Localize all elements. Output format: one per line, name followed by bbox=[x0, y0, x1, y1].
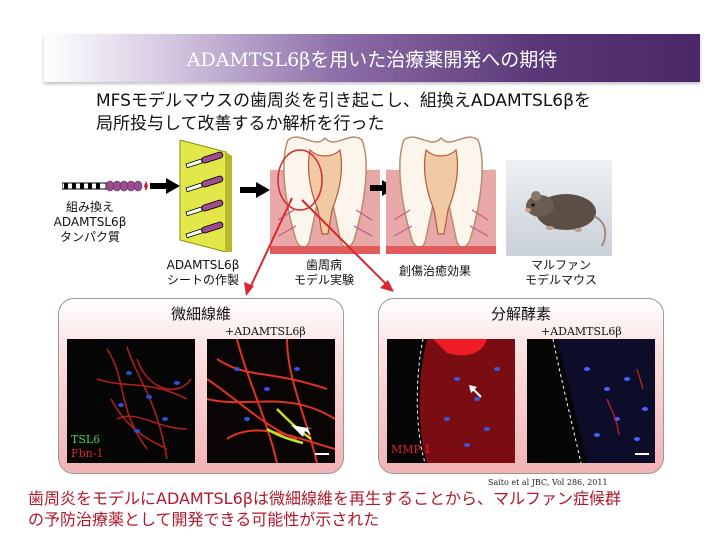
periodontal-model-tooth-graphic bbox=[270, 136, 380, 254]
fibers-panel-title: 微細線維 bbox=[170, 305, 231, 323]
sheet-label: ADAMTSL6β シートの作製 bbox=[148, 258, 258, 288]
enzyme-panel: 分解酵素 +ADAMTSL6β MMP-1 bbox=[378, 298, 664, 474]
mouse-label: マルファン モデルマウス bbox=[506, 258, 616, 288]
healing-label: 創傷治癒効果 bbox=[398, 264, 471, 278]
protein-label-line-1: 組み換え bbox=[65, 200, 114, 214]
arrow-right-icon bbox=[150, 178, 180, 194]
red-arrow-head-icon bbox=[244, 282, 254, 296]
sheet-label-line-1: ADAMTSL6β bbox=[166, 258, 240, 272]
red-arrow-head-icon bbox=[380, 280, 394, 292]
protein-label-line-2: ADAMTSL6β bbox=[53, 215, 127, 229]
enzyme-panel-title: 分解酵素 bbox=[490, 305, 551, 323]
stain-fbn-label: Fbn-1 bbox=[71, 447, 104, 460]
fibers-control-image: TSL6 Fbn-1 bbox=[67, 339, 195, 463]
white-arrow-icon bbox=[291, 425, 313, 437]
citation: Saito et al JBC, Vol 286, 2011 bbox=[488, 478, 608, 487]
enzyme-control-image: MMP-1 bbox=[387, 339, 515, 463]
stain-mmp-label: MMP-1 bbox=[391, 443, 432, 456]
healed-tooth-graphic bbox=[386, 136, 496, 254]
fibers-treated-image bbox=[207, 339, 335, 463]
adamtsl6-sheet-graphic bbox=[179, 140, 232, 252]
enzyme-treated-image bbox=[527, 339, 655, 463]
arrow-right-icon bbox=[240, 182, 270, 198]
mouse-photo bbox=[506, 160, 612, 256]
red-connector-arrows bbox=[244, 197, 394, 296]
protein-strip-graphic bbox=[62, 180, 148, 192]
stain-tsl6-label: TSL6 bbox=[71, 433, 101, 446]
conclusion-text: 歯周炎をモデルにADAMTSL6βは微細線維を再生することから、マルファン症候群… bbox=[28, 488, 708, 530]
fibers-treated-label: +ADAMTSL6β bbox=[225, 325, 306, 338]
intro-line-1: MFSモデルマウスの歯周炎を引き起こし、組換えADAMTSL6βを bbox=[96, 91, 591, 111]
scale-bar bbox=[635, 453, 649, 455]
model-label-line-1: 歯周病 bbox=[305, 258, 342, 272]
intro-text: MFSモデルマウスの歯周炎を引き起こし、組換えADAMTSL6βを 局所投与して… bbox=[96, 90, 676, 136]
intro-line-2: 局所投与して改善するか解析を行った bbox=[96, 114, 385, 134]
mouse-label-line-2: モデルマウス bbox=[524, 273, 597, 287]
protein-label: 組み換え ADAMTSL6β タンパク質 bbox=[42, 200, 138, 245]
model-label-line-2: モデル実験 bbox=[293, 273, 354, 287]
scale-bar bbox=[315, 453, 329, 455]
title-banner: ADAMTSL6βを用いた治療薬開発への期待 bbox=[44, 34, 700, 82]
enzyme-treated-label: +ADAMTSL6β bbox=[541, 325, 622, 338]
mouse-label-line-1: マルファン bbox=[530, 258, 591, 272]
slide-title: ADAMTSL6βを用いた治療薬開発への期待 bbox=[186, 49, 558, 71]
conclusion-line-2: の予防治療薬として開発できる可能性が示された bbox=[28, 510, 380, 529]
model-label: 歯周病 モデル実験 bbox=[268, 258, 380, 288]
protein-label-line-3: タンパク質 bbox=[59, 230, 120, 244]
fibers-panel: 微細線維 +ADAMTSL6β TSL6 Fbn-1 bbox=[58, 298, 344, 474]
sheet-label-line-2: シートの作製 bbox=[166, 273, 239, 287]
conclusion-line-1: 歯周炎をモデルにADAMTSL6βは微細線維を再生することから、マルファン症候群 bbox=[28, 489, 621, 508]
